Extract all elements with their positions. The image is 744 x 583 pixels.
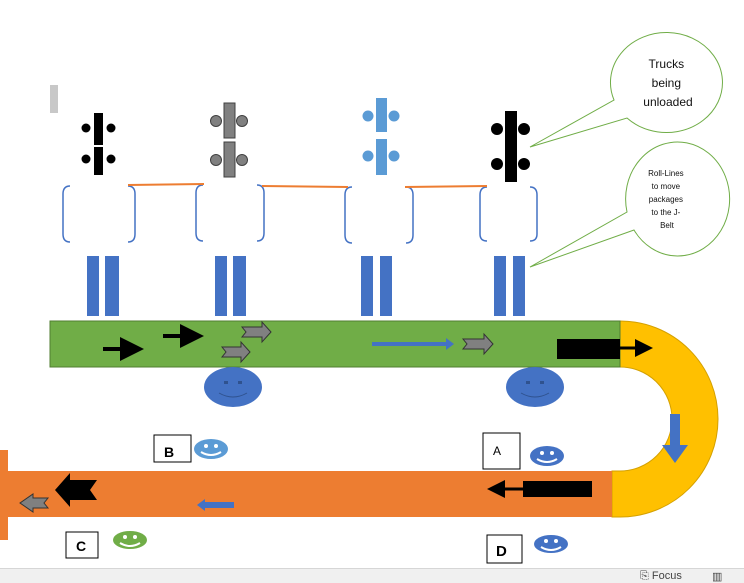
focus-button[interactable]: ⎘ Focus (640, 570, 682, 582)
worker-smiley-1 (204, 367, 262, 407)
svg-text:Trucks being unloa: Trucks being unloaded (643, 57, 692, 109)
truck-1 (81, 113, 116, 175)
truck-3 (362, 98, 400, 175)
label-c: C (76, 538, 86, 554)
truck-2 (210, 102, 248, 178)
svg-text:Roll-Lines to move: Roll-Lines to move packages to the J- Be… (648, 169, 686, 230)
packages-top (103, 320, 653, 364)
bay-connectors (127, 183, 488, 188)
worker-smiley-c (113, 531, 147, 549)
down-arrow (662, 414, 688, 463)
callout-trucks: Trucks being unloaded (529, 32, 723, 148)
truck-4 (491, 111, 530, 182)
label-b: B (164, 444, 174, 460)
label-box-b (153, 434, 192, 463)
packages-bottom (19, 473, 592, 513)
bay-brackets (62, 184, 538, 244)
callout-roll-lines: Roll-Lines to move packages to the J- Be… (529, 141, 731, 268)
label-box-c (65, 531, 99, 559)
label-box-d (486, 534, 523, 564)
read-mode-icon[interactable]: ▥ (712, 571, 723, 583)
worker-smiley-d (534, 535, 568, 553)
worker-smiley-a (530, 446, 564, 466)
focus-icon: ⎘ (640, 570, 649, 582)
cursor-marker (50, 85, 58, 113)
status-bar: ⎘ Focus ▥ (0, 568, 744, 583)
worker-smiley-b (194, 439, 228, 459)
top-belt (49, 320, 621, 368)
conveyor-diagram: A B C D Trucks being unloaded Roll-Lines… (0, 32, 731, 564)
roll-lines (87, 256, 525, 316)
bottom-belt (0, 450, 612, 540)
label-box-a (482, 432, 521, 470)
label-d: D (496, 543, 507, 560)
label-a: A (493, 444, 501, 458)
curve-belt (611, 320, 719, 518)
worker-smiley-2 (506, 367, 564, 407)
